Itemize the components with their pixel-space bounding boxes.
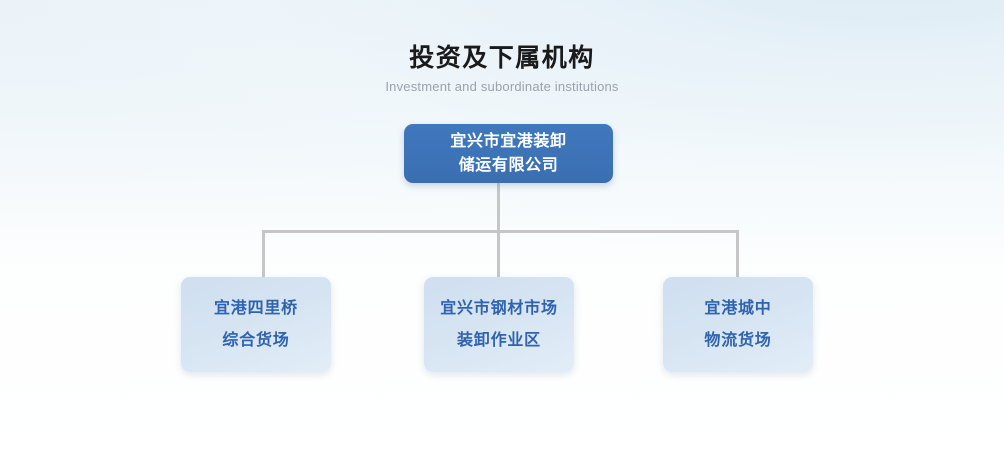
org-node-child-1[interactable]: 宜港四里桥 综合货场 <box>181 277 331 372</box>
connector-drop-left <box>262 230 265 278</box>
org-node-child-2-line-1: 宜兴市钢材市场 <box>440 299 558 317</box>
page-title: 投资及下属机构 <box>409 44 595 72</box>
org-node-child-1-line-2: 综合货场 <box>222 331 290 349</box>
org-node-child-3-line-2: 物流货场 <box>704 331 772 349</box>
org-node-child-2[interactable]: 宜兴市钢材市场 装卸作业区 <box>424 277 574 372</box>
connector-drop-right <box>736 230 739 278</box>
connector-drop-center <box>497 230 500 278</box>
org-node-root-line-2: 储运有限公司 <box>458 156 559 174</box>
org-node-root[interactable]: 宜兴市宜港装卸 储运有限公司 <box>404 124 613 183</box>
org-node-child-3[interactable]: 宜港城中 物流货场 <box>663 277 813 372</box>
connector-horizontal-bar <box>262 230 739 233</box>
org-node-root-line-1: 宜兴市宜港装卸 <box>450 132 567 150</box>
connector-root-vertical <box>497 182 500 232</box>
page-subtitle: Investment and subordinate institutions <box>385 79 619 94</box>
page-header: 投资及下属机构 Investment and subordinate insti… <box>0 42 1004 96</box>
org-node-child-3-line-1: 宜港城中 <box>704 299 772 317</box>
org-node-child-1-line-1: 宜港四里桥 <box>213 299 298 317</box>
org-node-child-2-line-2: 装卸作业区 <box>456 331 541 349</box>
